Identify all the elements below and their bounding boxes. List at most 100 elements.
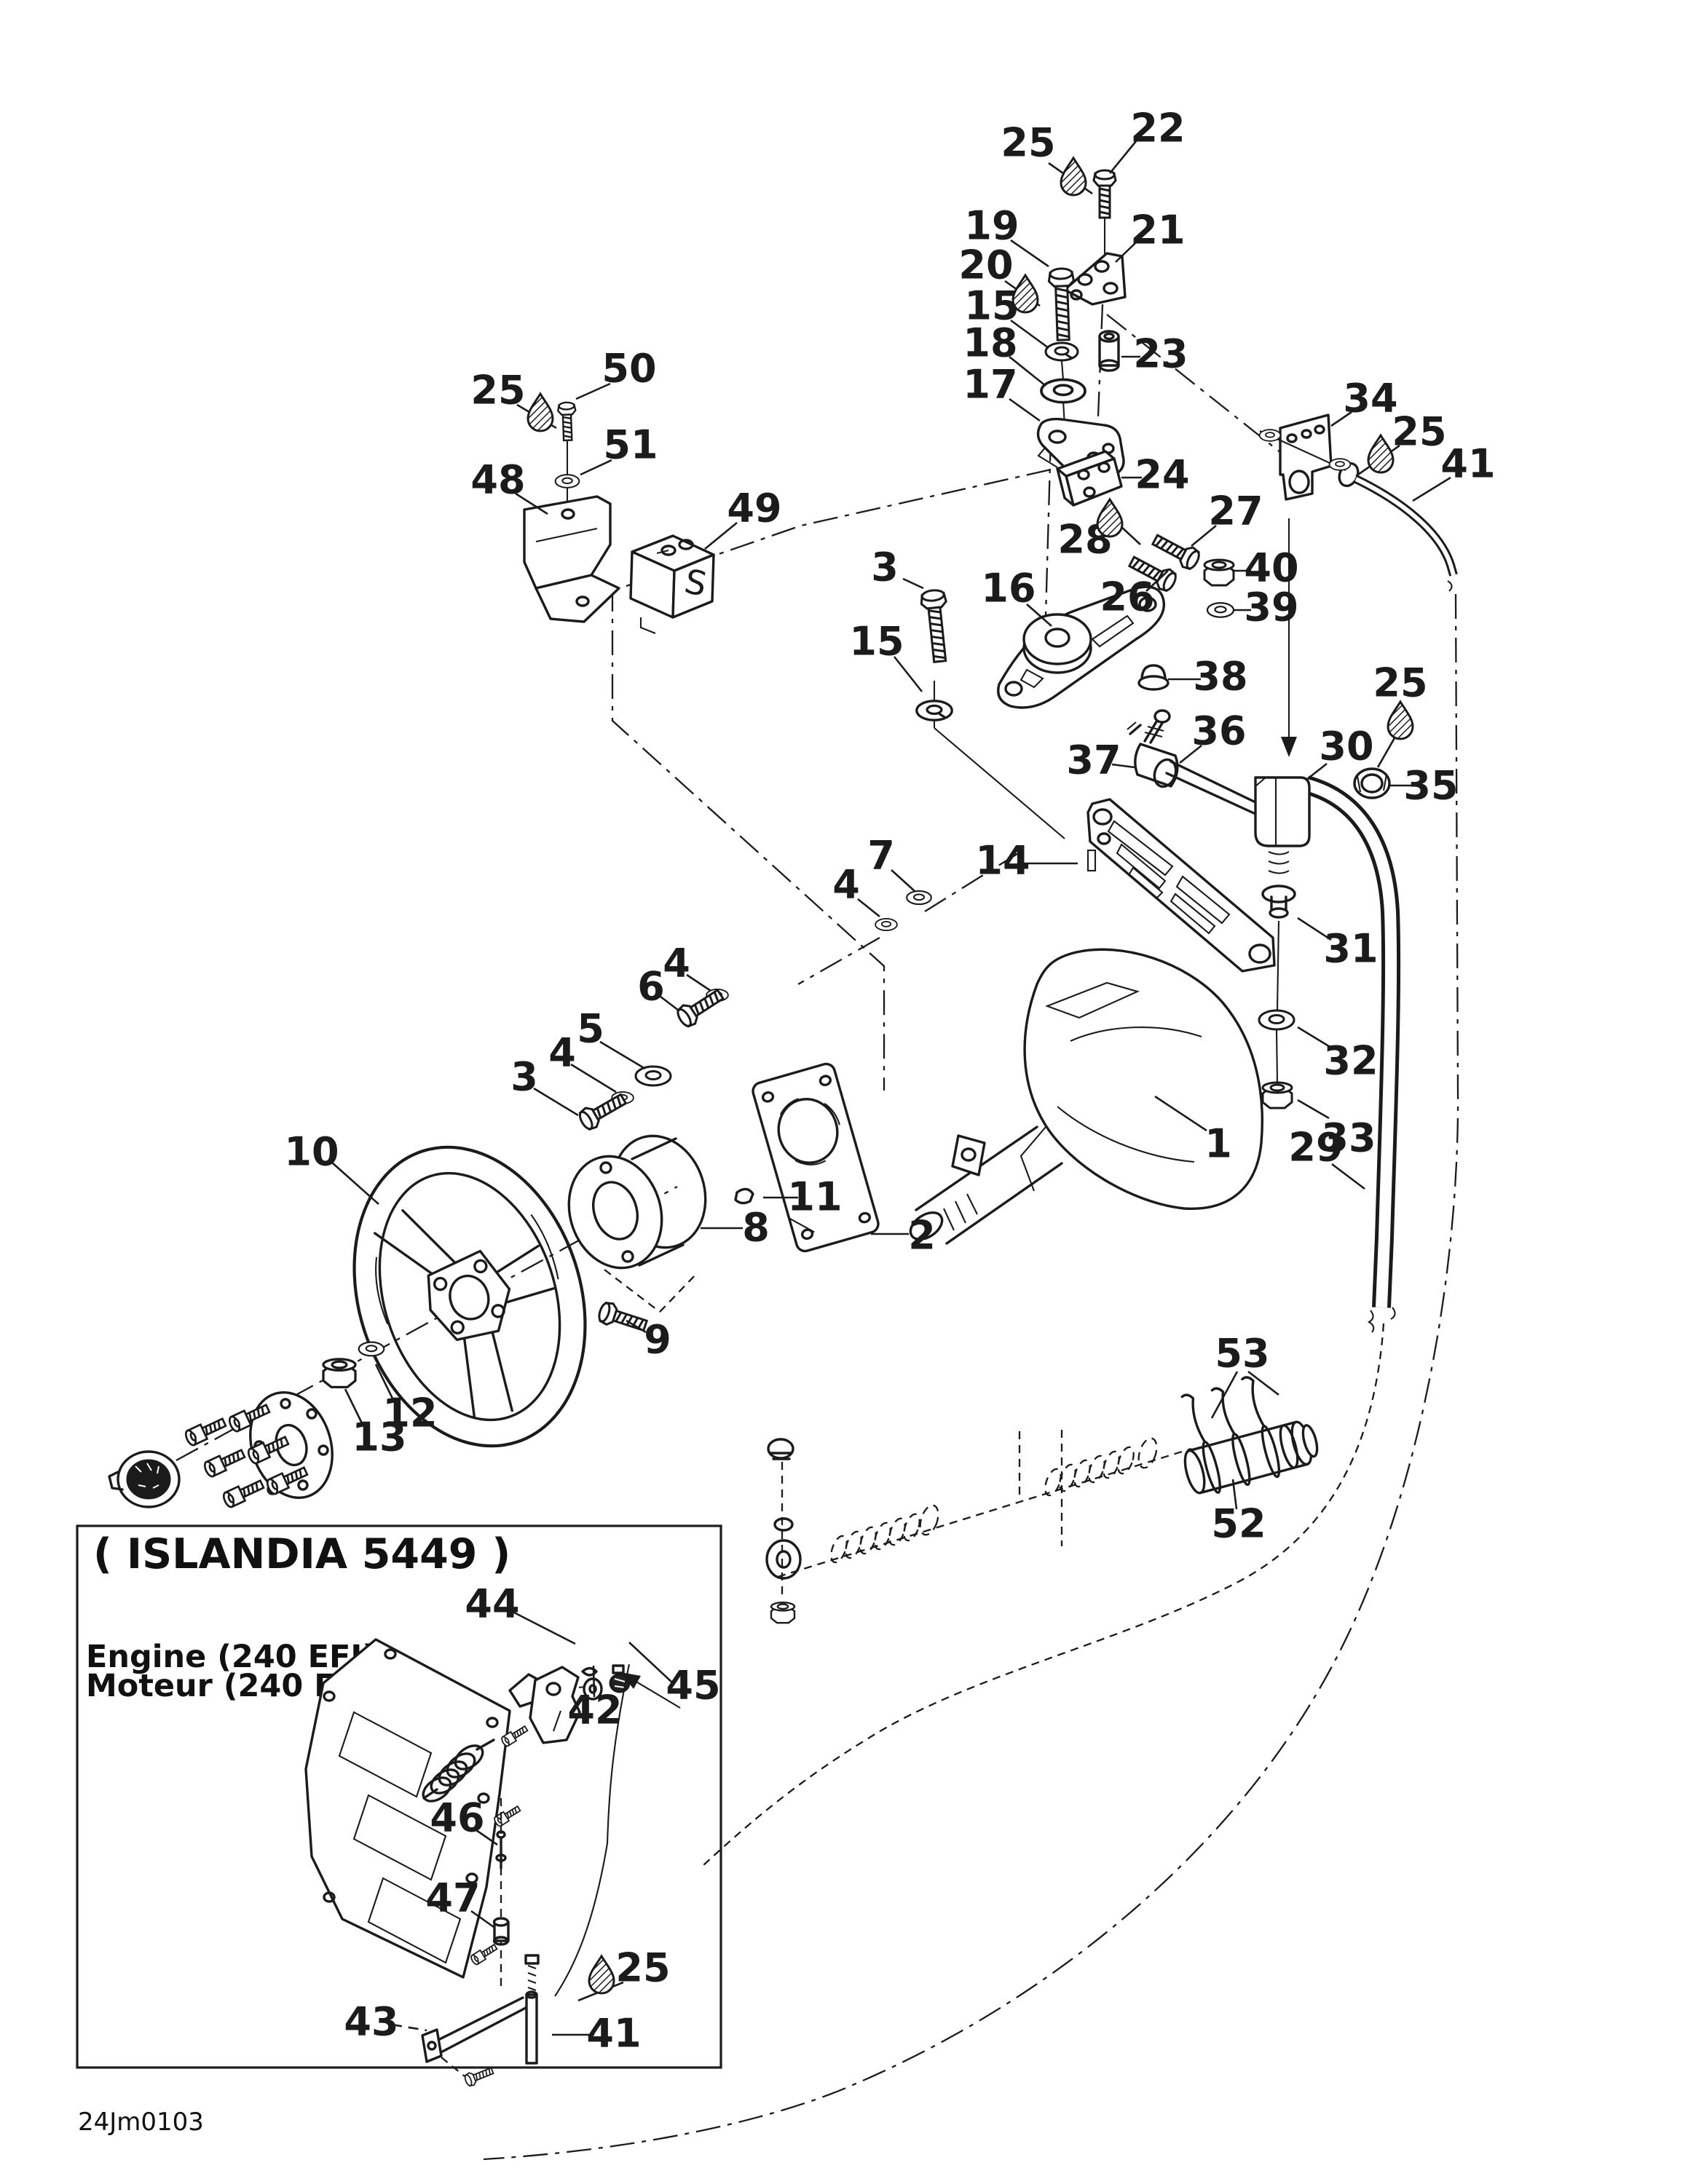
callout-25: 25 — [615, 1945, 670, 1991]
cap-nut-38 — [1137, 664, 1170, 691]
steering-cable-29 — [703, 775, 1401, 1866]
leader-line-27 — [1191, 524, 1217, 547]
callout-47: 47 — [425, 1875, 480, 1921]
ghost-anchor-bolt — [765, 1438, 802, 1624]
axis-washers-down — [797, 937, 880, 985]
washer-34b — [1328, 458, 1352, 471]
screw-50 — [556, 401, 577, 442]
leader-line-6 — [660, 995, 679, 1012]
leader-line-4 — [686, 973, 711, 992]
leader-line-37 — [1111, 763, 1135, 769]
callout-16: 16 — [981, 566, 1036, 612]
needle-46 — [495, 1830, 507, 1870]
cup-47 — [492, 1917, 510, 1946]
throttle-cable-41 — [483, 462, 1459, 2161]
callout-41: 41 — [586, 2011, 641, 2057]
callout-7: 7 — [867, 833, 895, 879]
callout-20: 20 — [958, 242, 1013, 288]
bolt-19 — [1047, 266, 1077, 342]
callout-1: 1 — [1204, 1121, 1232, 1167]
cable-29-hidden — [703, 1323, 1385, 1866]
cable-tie — [1210, 1387, 1251, 1487]
inset-engine-line1: Engine (240 EFI)/ — [86, 1639, 388, 1675]
callout-51: 51 — [603, 422, 658, 468]
leader-line-21 — [1115, 241, 1137, 263]
leader-line-15 — [1010, 319, 1049, 349]
elbow-stud-threads — [1268, 851, 1290, 874]
ring-nut-35 — [1353, 767, 1391, 799]
leader-line-36 — [1179, 744, 1202, 764]
washer-4a — [875, 918, 898, 931]
callout-2: 2 — [908, 1213, 936, 1259]
arm-43 — [421, 1996, 527, 2089]
bolt-9 — [596, 1299, 650, 1337]
inset-title: ( ISLANDIA 5449 ) — [93, 1530, 510, 1578]
leader-line-52 — [1231, 1479, 1238, 1510]
leader-line-4 — [570, 1063, 617, 1093]
axis-48-2 — [611, 587, 886, 1091]
fitting-37 — [1127, 709, 1171, 744]
oil-drop-icon — [1387, 700, 1414, 740]
leader-line-3 — [902, 577, 924, 590]
leader-line-4 — [857, 898, 880, 918]
callout-8: 8 — [742, 1205, 770, 1251]
ghost-coil-1 — [830, 1513, 920, 1564]
washer-15b — [915, 700, 953, 721]
leader-line-29 — [1331, 1163, 1365, 1190]
callout-19: 19 — [964, 203, 1019, 249]
callout-46: 46 — [430, 1795, 484, 1841]
cable-break-marks — [1367, 1307, 1396, 1333]
washer-51 — [554, 474, 580, 488]
callout-17: 17 — [963, 362, 1017, 408]
drawing-code: 24Jm0103 — [78, 2108, 204, 2137]
leader-line-45 — [628, 1642, 674, 1684]
bracket-48 — [523, 495, 620, 623]
sleeve-52-group — [1180, 1376, 1319, 1495]
callout-34: 34 — [1343, 376, 1397, 422]
callout-44: 44 — [465, 1581, 519, 1627]
bushing-31 — [1261, 885, 1296, 919]
reed-plate-bracket — [304, 1638, 530, 1979]
callout-45: 45 — [666, 1663, 720, 1709]
leader-line-26 — [1145, 570, 1169, 592]
bracket-34-assembly — [1258, 414, 1352, 501]
cable-tie — [1241, 1376, 1281, 1479]
leader-line-22 — [1108, 141, 1137, 174]
leader-line-5 — [599, 1040, 646, 1070]
callout-25: 25 — [1373, 660, 1427, 706]
washer-34a — [1258, 429, 1282, 442]
callout-33: 33 — [1321, 1115, 1376, 1161]
leader-line-17 — [1009, 397, 1041, 422]
oil-drop-icon — [1011, 274, 1039, 314]
oil-drop-icon — [1096, 498, 1124, 538]
bolt-3b — [575, 1088, 630, 1133]
screw-22 — [1092, 169, 1117, 219]
axis-15-18 — [1060, 360, 1065, 381]
oil-drop-icon — [588, 1955, 615, 1995]
callout-4: 4 — [832, 862, 860, 908]
axis-17-16 — [1044, 436, 1052, 617]
callout-42: 42 — [567, 1688, 622, 1733]
wheel-rim-inner — [378, 1171, 561, 1422]
leader-line-41 — [1412, 476, 1451, 502]
leader-line-1 — [1154, 1095, 1207, 1132]
callout-30: 30 — [1319, 724, 1373, 769]
callout-25: 25 — [1392, 409, 1446, 455]
oil-drop-icon — [1060, 157, 1087, 197]
nut-13 — [322, 1358, 357, 1389]
leader-line-46 — [476, 1829, 498, 1846]
leader-line-44 — [510, 1610, 576, 1645]
leader-line-13 — [344, 1388, 365, 1427]
leader-line-43 — [391, 2023, 427, 2032]
washer-7 — [906, 890, 932, 906]
disk-42 — [583, 1677, 603, 1701]
leader-line-9 — [626, 1319, 647, 1334]
hub-flange-plate — [249, 1390, 334, 1500]
callout-4: 4 — [548, 1030, 576, 1076]
washer-15 — [1044, 341, 1079, 362]
leader-line-33 — [1297, 1099, 1330, 1120]
callout-25: 25 — [1001, 120, 1055, 166]
callout-52: 52 — [1211, 1501, 1266, 1547]
